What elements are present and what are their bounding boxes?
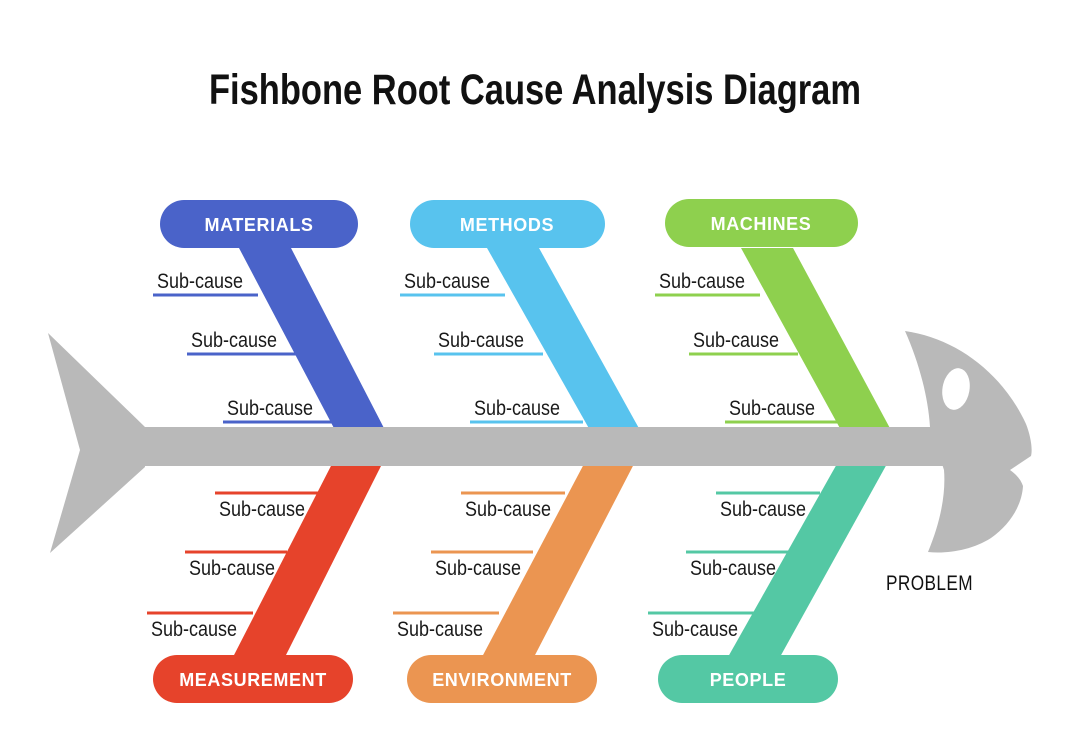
subcause-label: Sub-cause [404, 270, 490, 293]
subcause-label: Sub-cause [189, 557, 275, 580]
branch-band-materials [239, 248, 386, 432]
subcause-label: Sub-cause [729, 397, 815, 420]
subcauses-methods: Sub-cause Sub-cause Sub-cause [400, 270, 583, 424]
subcause-label: Sub-cause [157, 270, 243, 293]
category-pill-environment [407, 655, 597, 703]
fish-spine [140, 427, 955, 466]
subcause-label: Sub-cause [652, 618, 738, 641]
branch-band-methods [487, 248, 641, 432]
branch-band-measurement [233, 462, 383, 657]
subcause-label: Sub-cause [474, 397, 560, 420]
subcause-label: Sub-cause [435, 557, 521, 580]
problem-label: PROBLEM [886, 572, 973, 595]
subcause-label: Sub-cause [191, 329, 277, 352]
subcauses-environment: Sub-cause Sub-cause Sub-cause [393, 491, 565, 641]
category-pill-machines [665, 199, 858, 247]
category-pill-materials [160, 200, 358, 248]
category-label-people: PEOPLE [710, 670, 787, 690]
subcause-label: Sub-cause [438, 329, 524, 352]
fish-tail [48, 333, 145, 553]
subcause-label: Sub-cause [690, 557, 776, 580]
subcause-label: Sub-cause [397, 618, 483, 641]
subcause-label: Sub-cause [659, 270, 745, 293]
category-label-measurement: MEASUREMENT [179, 670, 327, 690]
category-pill-methods [410, 200, 605, 248]
branch-band-people [728, 462, 888, 657]
branch-methods: METHODS [410, 200, 605, 248]
subcause-label: Sub-cause [720, 498, 806, 521]
subcauses-measurement: Sub-cause Sub-cause Sub-cause [147, 491, 319, 641]
fish-eye-icon [942, 368, 970, 410]
branch-environment: ENVIRONMENT [407, 655, 597, 703]
category-label-environment: ENVIRONMENT [432, 670, 572, 690]
branch-materials: MATERIALS [160, 200, 358, 248]
subcause-label: Sub-cause [693, 329, 779, 352]
fish-head [905, 331, 1032, 553]
subcause-label: Sub-cause [151, 618, 237, 641]
page-title: Fishbone Root Cause Analysis Diagram [209, 66, 861, 114]
branch-band-environment [482, 462, 635, 657]
branch-machines: MACHINES [665, 199, 858, 247]
category-pill-people [658, 655, 838, 703]
branch-measurement: MEASUREMENT [153, 655, 353, 703]
category-label-machines: MACHINES [711, 214, 812, 234]
subcauses-materials: Sub-cause Sub-cause Sub-cause [153, 270, 336, 424]
subcause-label: Sub-cause [465, 498, 551, 521]
subcauses-people: Sub-cause Sub-cause Sub-cause [648, 491, 820, 641]
subcause-label: Sub-cause [219, 498, 305, 521]
subcauses-machines: Sub-cause Sub-cause Sub-cause [655, 270, 838, 424]
branch-band-machines [741, 248, 892, 432]
category-label-methods: METHODS [460, 215, 554, 235]
branch-people: PEOPLE [658, 655, 838, 703]
category-pill-measurement [153, 655, 353, 703]
subcause-label: Sub-cause [227, 397, 313, 420]
category-label-materials: MATERIALS [204, 215, 313, 235]
